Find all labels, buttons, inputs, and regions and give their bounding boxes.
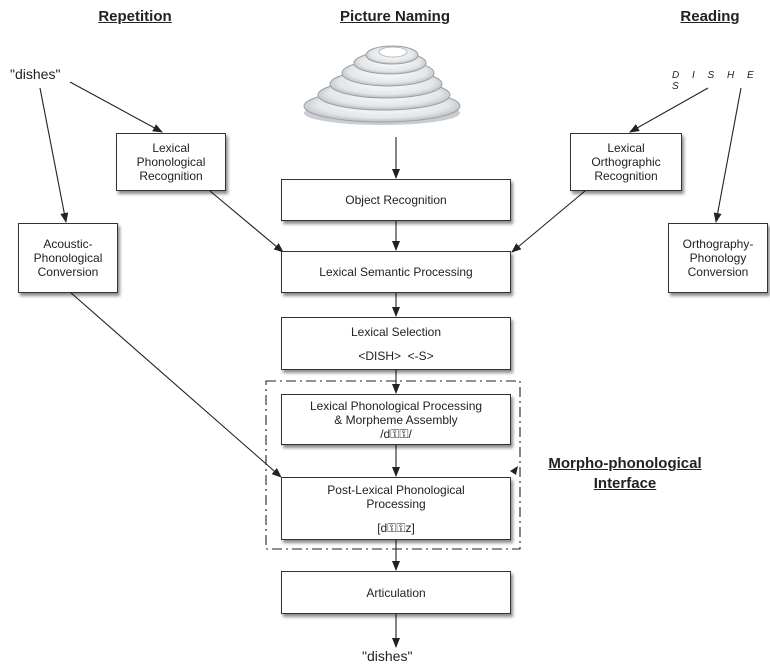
box-line: Phonology [689,251,747,265]
arrow-dishes-to-lexical-phonological [69,81,163,133]
box-line: Conversion [687,265,749,279]
arrow-letters-to-lexical-orthographic [629,87,709,133]
box-lexical-phonological-processing: Lexical Phonological Processing & Morphe… [281,394,511,445]
box-lexical-phonological-recognition: Lexical Phonological Recognition [116,133,226,191]
box-object-recognition: Object Recognition [281,179,511,221]
box-orthography-phonology-conversion: Orthography- Phonology Conversion [668,223,768,293]
lexical-selection-units: <DISH> <-S> [358,348,434,363]
box-line: Conversion [37,265,99,279]
label-line: Morpho-phonological [548,455,702,472]
lpp-form: /d⚿⚿/ [380,426,412,441]
box-articulation: Articulation [281,571,511,614]
arrow-letters-to-orthography-phonology [713,87,742,223]
arrow-lexical-phonological-to-semantic [209,190,284,253]
post-lexical-form: [d⚿⚿z] [377,520,415,535]
box-line: Processing [366,496,426,511]
box-line: Lexical [152,141,190,155]
interface-pointer [510,466,518,475]
box-line: Acoustic- [43,237,93,251]
arrow-lexical-orthographic-to-semantic [511,190,586,253]
box-lexical-orthographic-recognition: Lexical Orthographic Recognition [570,133,682,191]
box-line: Recognition [139,169,203,183]
output-word: "dishes" [362,648,413,664]
arrow-acoustic-to-post-lexical [69,291,282,478]
morpho-phonological-interface-label: Morpho-phonological Interface [530,454,720,494]
arrow-dishes-to-acoustic [39,87,69,223]
input-spoken-word: "dishes" [10,66,61,82]
box-line: Lexical Phonological Processing [309,398,483,413]
box-line: Lexical [607,141,645,155]
header-reading: Reading [680,8,740,25]
header-picture-naming: Picture Naming [339,8,451,25]
box-line: Phonological [33,251,103,265]
box-line: Recognition [594,169,658,183]
input-written-word: D I S H E S [672,70,759,92]
label-line: Interface [593,475,657,492]
stacked-plates-image [303,45,461,125]
box-line: Orthographic [591,155,661,169]
header-repetition: Repetition [98,8,172,25]
box-acoustic-phonological-conversion: Acoustic- Phonological Conversion [18,223,118,293]
box-line: Orthography- [682,237,754,251]
box-line: Phonological [136,155,206,169]
morpho-phonological-interface-frame [265,380,521,550]
box-lexical-semantic-processing: Lexical Semantic Processing [281,251,511,293]
box-post-lexical-phonological-processing: Post-Lexical Phonological Processing [d⚿… [281,477,511,540]
box-line: Post-Lexical Phonological [327,482,465,497]
box-lexical-selection: Lexical Selection <DISH> <-S> [281,317,511,370]
box-line: & Morpheme Assembly [334,412,458,427]
lexical-selection-title: Lexical Selection [350,324,442,339]
